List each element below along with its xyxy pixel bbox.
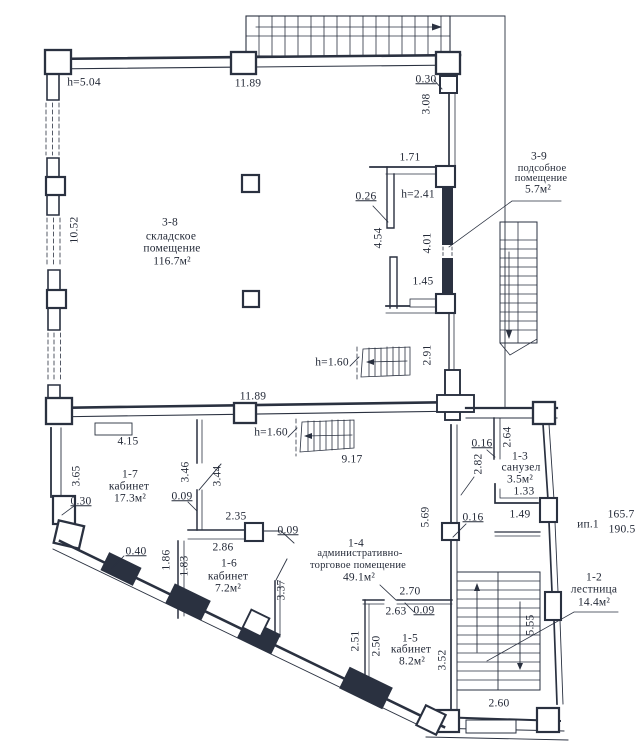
- office-partitions: [177, 419, 295, 638]
- room-1-6-name: кабинет: [207, 570, 249, 583]
- room-3-9-name-line1: подсобное: [517, 162, 567, 174]
- dim-270: 2.70: [399, 585, 421, 598]
- dim-308: 3.08: [420, 93, 433, 115]
- site-boundary-line: [449, 15, 506, 409]
- dim-1052: 10.52: [68, 216, 81, 244]
- dim-401: 4.01: [421, 232, 434, 254]
- room-1-2-id: 1-2: [586, 571, 602, 584]
- wall-1-3-top: [464, 400, 559, 426]
- dim-016-wc: 0.16: [471, 437, 493, 450]
- dim-009-a: 0.09: [171, 490, 193, 503]
- right-exterior-stairs: [499, 221, 538, 356]
- dim-917: 9.17: [341, 453, 363, 466]
- staircase-1-2: [456, 571, 619, 691]
- dim-1189-top: 11.89: [234, 77, 262, 90]
- dim-016-stair: 0.16: [462, 511, 484, 524]
- room-1-3-id: 1-3: [512, 450, 528, 463]
- dim-282: 2.82: [472, 453, 485, 475]
- dim-1189-mid: 11.89: [239, 390, 267, 403]
- room-3-8-area: 116.7м²: [153, 255, 191, 268]
- dim-250: 2.50: [370, 635, 383, 657]
- dim-009-c: 0.09: [413, 604, 435, 617]
- dim-415: 4.15: [117, 435, 139, 448]
- interior-columns: [240, 173, 261, 309]
- dim-149: 1.49: [509, 508, 531, 521]
- mid-stairs-lower: [287, 418, 355, 457]
- dim-235: 2.35: [225, 510, 247, 523]
- room-1-5-name: кабинет: [390, 643, 432, 656]
- west-wall: [44, 73, 86, 550]
- dim-009-b: 0.09: [277, 524, 299, 537]
- dim-height-160-upper: h=1.60: [315, 356, 349, 369]
- room-3-9-name-line2: помещение: [514, 172, 568, 184]
- dim-454: 4.54: [372, 227, 385, 249]
- room-1-4-id: 1-4: [348, 537, 364, 550]
- dim-183: 1.83: [178, 555, 191, 577]
- room-3-9-walls: [369, 164, 562, 315]
- room-1-3-name: санузел: [501, 461, 541, 474]
- dim-040: 0.40: [125, 545, 147, 558]
- dim-264: 2.64: [501, 426, 514, 448]
- dim-030-top: 0.30: [415, 73, 437, 86]
- room-1-5-id: 1-5: [402, 632, 418, 645]
- room-3-8-id: 3-8: [162, 216, 178, 229]
- room-1-6-id: 1-6: [221, 557, 237, 570]
- room-3-9-area: 5.7м²: [524, 183, 552, 196]
- room-3-8-name-line1: складское: [145, 230, 197, 243]
- room-1-2-name: лестница: [570, 583, 618, 596]
- south-wall: [425, 706, 569, 741]
- room-1-4-name-line1: административно-: [317, 547, 403, 559]
- north-wall: [43, 48, 462, 94]
- plan-ref-value-2: 190.5: [608, 523, 636, 536]
- dim-337: 3.37: [275, 579, 288, 601]
- plan-ref-value-1: 165.7: [607, 508, 635, 521]
- room-1-7-id: 1-7: [122, 468, 138, 481]
- dim-352: 3.52: [436, 649, 449, 671]
- dim-263: 2.63: [385, 605, 407, 618]
- dim-030-left: 0.30: [70, 495, 92, 508]
- room-1-5-walls: [362, 584, 453, 687]
- dim-height-160-lower: h=1.60: [254, 426, 288, 439]
- room-1-2-area: 14.4м²: [577, 596, 611, 609]
- room-1-3-walls: [460, 417, 541, 537]
- room-3-8-name-line2: помещение: [143, 242, 201, 255]
- room-1-3-area: 3.5м²: [506, 473, 534, 486]
- east-wall: [538, 423, 564, 705]
- dim-569: 5.69: [419, 506, 432, 528]
- room-3-9-id: 3-9: [531, 150, 547, 163]
- dim-145: 1.45: [412, 275, 434, 288]
- room-1-7-name: кабинет: [108, 480, 150, 493]
- dim-026: 0.26: [355, 190, 377, 203]
- room-1-4-name-line2: торговое помещение: [309, 559, 407, 571]
- dim-251: 2.51: [349, 630, 362, 652]
- plan-ref-label: ип.1: [577, 518, 599, 531]
- mid-stairs-upper: [349, 346, 411, 380]
- room-1-4-area: 49.1м²: [342, 571, 376, 584]
- dim-260: 2.60: [488, 697, 510, 710]
- dim-186: 1.86: [160, 549, 173, 571]
- dim-344: 3.44: [211, 465, 224, 487]
- room-1-6-area: 7.2м²: [214, 582, 242, 595]
- room-1-5-area: 8.2м²: [398, 655, 426, 668]
- stair-west-wall: [440, 424, 467, 719]
- dim-height-241: h=2.41: [401, 188, 435, 201]
- dim-365: 3.65: [70, 465, 83, 487]
- room-1-7-area: 17.3м²: [113, 492, 147, 505]
- middle-wall: [44, 369, 475, 436]
- dim-ceiling-height-504: h=5.04: [67, 76, 101, 89]
- top-exterior-stairs: [245, 15, 451, 57]
- dim-133: 1.33: [513, 485, 535, 498]
- dim-555: 5.55: [524, 614, 537, 636]
- dim-291: 2.91: [421, 344, 434, 366]
- dim-286: 2.86: [212, 541, 234, 554]
- dim-346: 3.46: [179, 461, 192, 483]
- dim-171: 1.71: [399, 151, 421, 164]
- diagonal-wall: [52, 539, 448, 737]
